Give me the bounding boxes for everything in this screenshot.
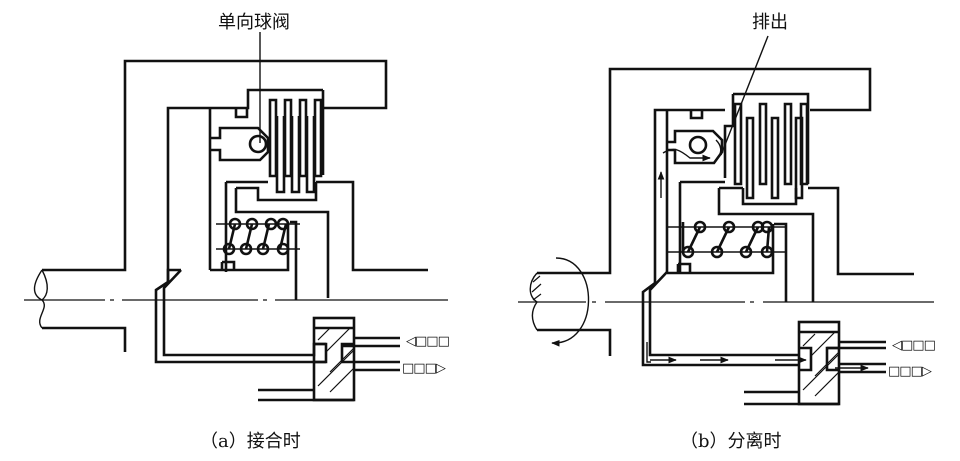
return-spring-b <box>668 220 788 302</box>
piston-a <box>224 180 428 298</box>
exhaust-label: 排出 <box>752 12 788 33</box>
return-spring-a <box>216 217 300 300</box>
panel-b-disengaged <box>518 35 934 406</box>
panel-a-engaged <box>24 59 448 402</box>
outlet-port-symbol-b: □□□▷ <box>888 364 932 379</box>
clutch-plates-a <box>268 98 323 194</box>
check-valve-housing-b <box>667 129 724 165</box>
outer-drum-a <box>42 59 388 272</box>
flow-arrows-b <box>650 356 869 372</box>
oil-passage-b <box>641 271 800 367</box>
shaft-section-b <box>529 272 538 331</box>
rotary-seal-b <box>744 320 886 406</box>
check-valve-housing-a <box>210 126 270 162</box>
rotary-seal-a <box>258 316 400 402</box>
exhaust-flow-arrow <box>662 148 711 162</box>
check-valve-label: 单向球阀 <box>218 12 290 33</box>
check-ball-a <box>248 134 268 154</box>
shaft-break-a <box>33 269 48 329</box>
clutch-plates-b <box>723 92 810 206</box>
inlet-port-symbol-a: ◁□□□ <box>406 334 450 349</box>
inlet-port-symbol-b: ◁□□□ <box>892 338 936 353</box>
caption-disengaged: （b）分离时 <box>680 431 782 452</box>
exhaust-leader <box>720 35 769 156</box>
caption-engaged: （a）接合时 <box>200 431 301 452</box>
rotation-arrow <box>551 257 590 347</box>
outlet-port-symbol-a: □□□▷ <box>402 361 446 376</box>
check-ball-b <box>688 135 708 155</box>
outer-drum-b <box>537 67 872 275</box>
oil-passage-a <box>154 269 326 364</box>
